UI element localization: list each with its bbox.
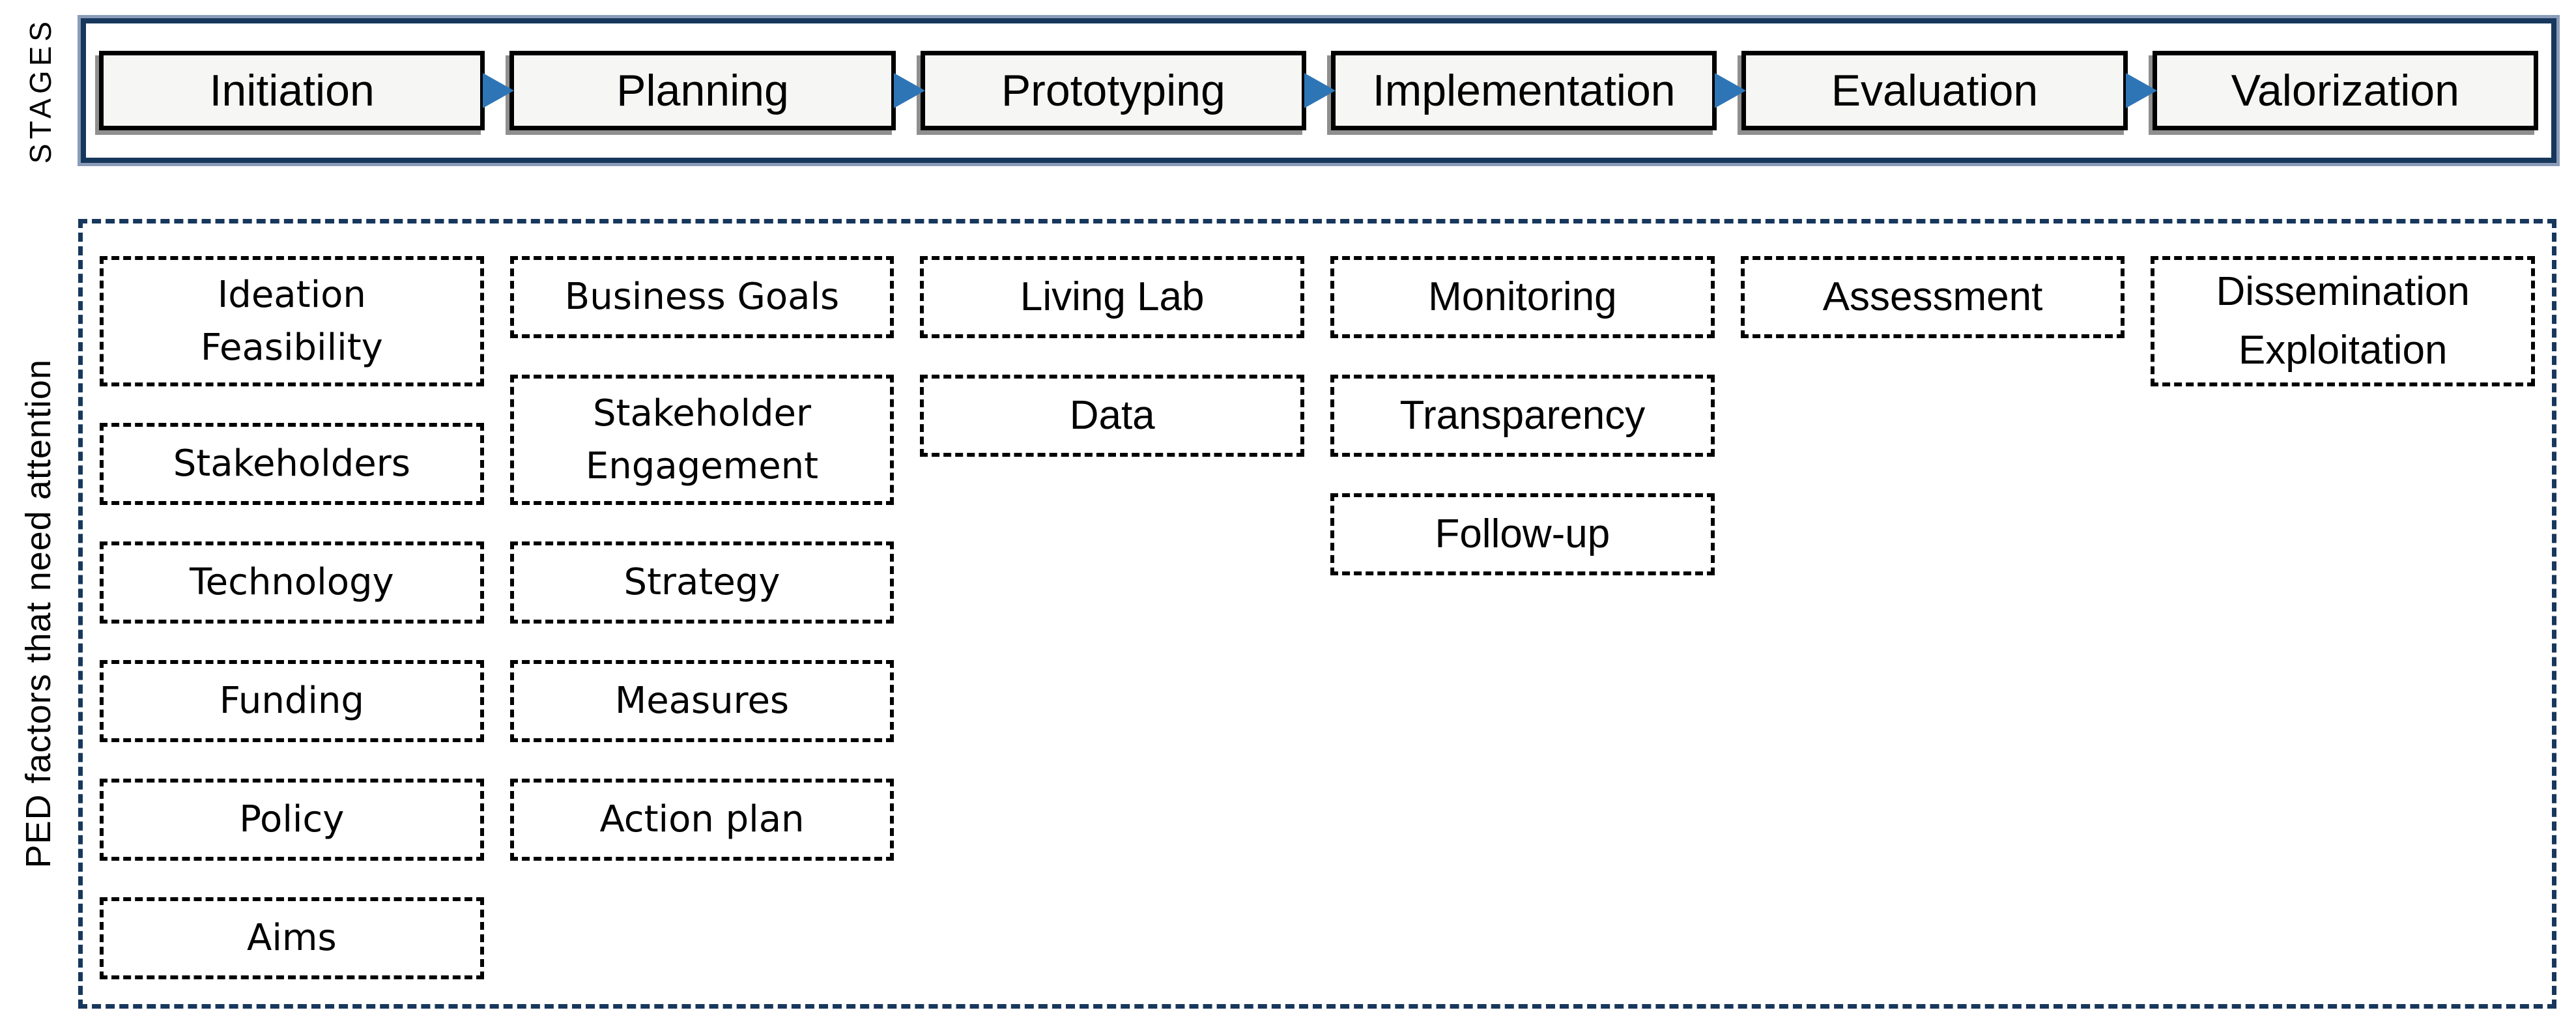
- factor-box-technology: Technology: [100, 541, 484, 624]
- stage-label: Prototyping: [1001, 66, 1225, 115]
- stages-axis-label-text: STAGES: [23, 17, 57, 164]
- stages-axis-label: STAGES: [0, 17, 81, 164]
- factor-label-line: Assessment: [1822, 274, 2043, 320]
- factor-box-living-lab: Living Lab: [920, 256, 1305, 338]
- stage-label: Valorization: [2231, 66, 2459, 115]
- stage-segment-valorization: Valorization: [2152, 51, 2538, 130]
- stage-label: Planning: [616, 66, 789, 115]
- factor-label-line: Transparency: [1399, 393, 1646, 439]
- flow-arrow-icon: [1304, 73, 1336, 108]
- stage-box-implementation: Implementation: [1330, 51, 1717, 130]
- factor-label-line: Funding: [219, 680, 364, 723]
- factor-box-monitoring: Monitoring: [1330, 256, 1715, 338]
- factors-axis-label-text: PED factors that need attention: [19, 359, 58, 869]
- flow-arrow-icon: [2125, 73, 2157, 108]
- stage-box-planning: Planning: [509, 51, 896, 130]
- stage-segment-initiation: Initiation: [99, 51, 515, 130]
- factor-label-line: Stakeholders: [173, 442, 410, 485]
- factor-box-strategy: Strategy: [509, 541, 894, 624]
- flow-arrow-icon: [893, 73, 925, 108]
- factor-label-line: Data: [1069, 393, 1155, 439]
- factor-box-stakeholders: Stakeholders: [100, 423, 484, 505]
- factor-label-line: Monitoring: [1428, 274, 1617, 320]
- factor-label-line: Feasibility: [200, 326, 383, 369]
- stage-box-evaluation: Evaluation: [1741, 51, 2128, 130]
- factor-label-line: Ideation: [217, 273, 366, 316]
- factor-box-measures: Measures: [509, 660, 894, 742]
- factor-box-action-plan: Action plan: [509, 779, 894, 861]
- factor-box-business-goals: Business Goals: [509, 256, 894, 338]
- factor-label-line: Technology: [189, 561, 394, 604]
- factor-label-line: Aims: [247, 917, 337, 960]
- factor-label-line: Living Lab: [1020, 274, 1205, 320]
- factors-axis-label: PED factors that need attention: [0, 219, 77, 1009]
- stage-segment-planning: Planning: [509, 51, 925, 130]
- stages-container: Initiation Planning Prototyping Implemen…: [81, 18, 2556, 163]
- factor-label-line: Action plan: [599, 798, 805, 841]
- factors-column-initiation: Ideation Feasibility Stakeholders Techno…: [100, 256, 484, 979]
- factors-column-prototyping: Living Lab Data: [920, 256, 1305, 457]
- factor-box-dissemination-exploitation: Dissemination Exploitation: [2151, 256, 2536, 386]
- factor-label-line: Policy: [239, 798, 345, 841]
- factor-label-line: Measures: [614, 680, 790, 723]
- stage-label: Implementation: [1372, 66, 1676, 115]
- factor-box-assessment: Assessment: [1740, 256, 2125, 338]
- factor-label-line: Stakeholder: [592, 392, 812, 435]
- factor-box-follow-up: Follow-up: [1330, 493, 1715, 575]
- factor-label-line: Follow-up: [1435, 511, 1610, 557]
- factors-column-evaluation: Assessment: [1740, 256, 2125, 338]
- stage-box-initiation: Initiation: [99, 51, 485, 130]
- factor-label-line: Engagement: [585, 445, 819, 487]
- factor-label-line: Strategy: [623, 561, 780, 604]
- stage-segment-implementation: Implementation: [1330, 51, 1747, 130]
- stage-box-valorization: Valorization: [2152, 51, 2538, 130]
- stage-box-prototyping: Prototyping: [920, 51, 1306, 130]
- factor-box-transparency: Transparency: [1330, 375, 1715, 457]
- factor-box-policy: Policy: [100, 779, 484, 861]
- factor-label-line: Business Goals: [564, 276, 840, 319]
- factor-label-line: Dissemination: [2216, 269, 2470, 315]
- factor-box-aims: Aims: [100, 897, 484, 979]
- factors-container: Ideation Feasibility Stakeholders Techno…: [78, 219, 2556, 1009]
- factor-box-funding: Funding: [100, 660, 484, 742]
- stage-segment-prototyping: Prototyping: [920, 51, 1336, 130]
- factors-column-implementation: Monitoring Transparency Follow-up: [1330, 256, 1715, 575]
- stage-segment-evaluation: Evaluation: [1741, 51, 2157, 130]
- factors-column-valorization: Dissemination Exploitation: [2151, 256, 2536, 386]
- stage-label: Evaluation: [1831, 66, 2039, 115]
- factor-box-ideation-feasibility: Ideation Feasibility: [100, 256, 484, 386]
- factor-box-data: Data: [920, 375, 1305, 457]
- flow-arrow-icon: [1715, 73, 1747, 108]
- factor-label-line: Exploitation: [2238, 328, 2448, 373]
- factor-box-stakeholder-engagement: Stakeholder Engagement: [509, 375, 894, 505]
- stage-label: Initiation: [209, 66, 375, 115]
- factors-column-planning: Business Goals Stakeholder Engagement St…: [509, 256, 894, 861]
- flow-arrow-icon: [483, 73, 515, 108]
